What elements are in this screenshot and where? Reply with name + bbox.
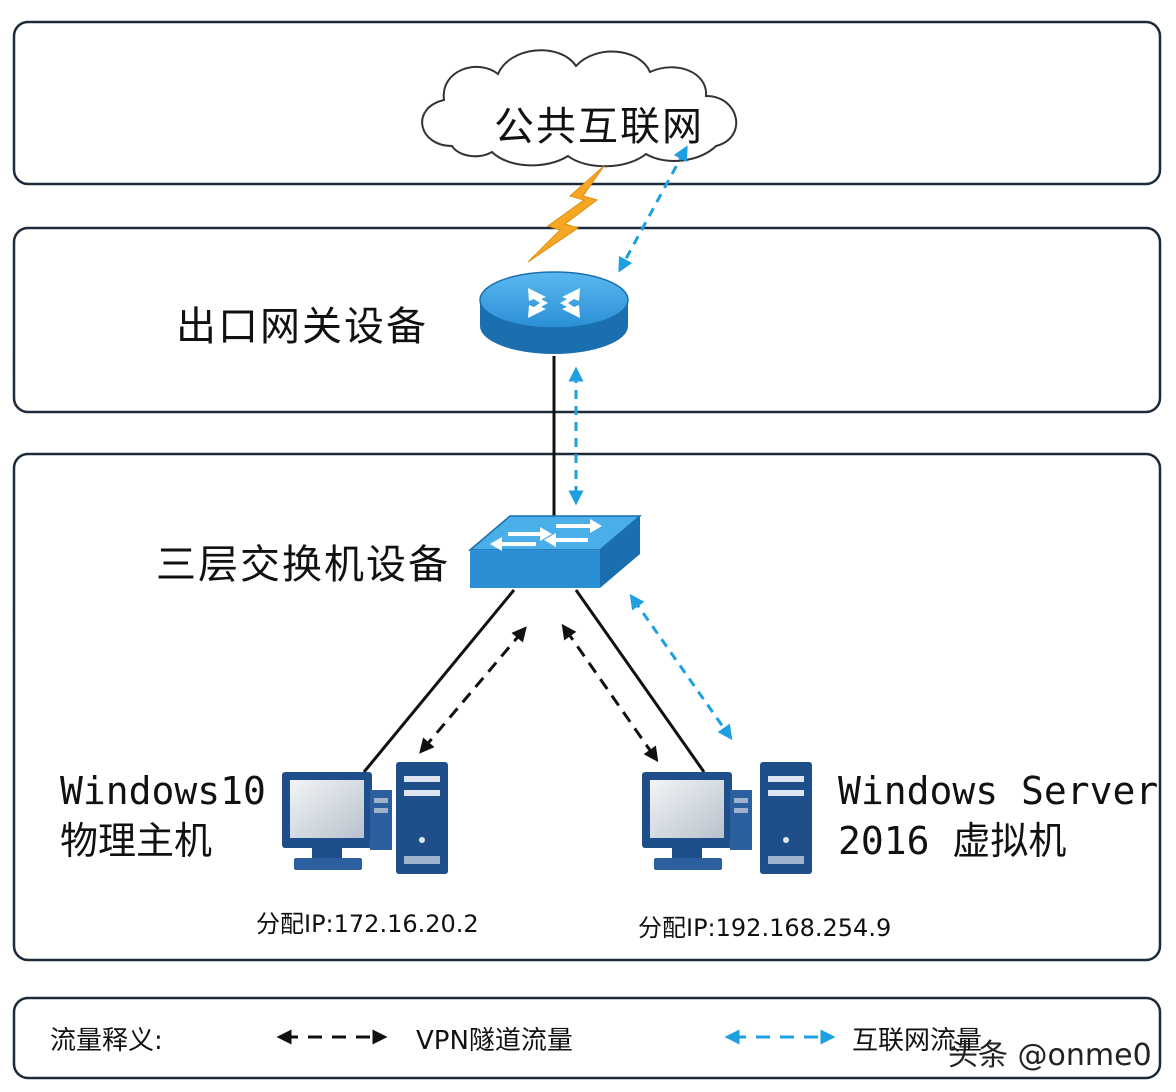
virtual-host-ip-label: 分配IP:192.168.254.9 (638, 914, 892, 942)
cloud-icon (421, 49, 738, 168)
physical-host-computer-icon (282, 762, 448, 874)
physical-host-type-label: 物理主机 (60, 819, 213, 863)
switch-physical-link (362, 589, 516, 773)
switch-zone-label: 三层交换机设备 (156, 542, 450, 588)
virtual-host-type-label: 2016 虚拟机 (838, 819, 1067, 863)
watermark-text: 头条 @onme0 (948, 1038, 1152, 1073)
internet-traffic-arrow-bottom (629, 593, 733, 741)
vpn-traffic-arrow-left (419, 626, 527, 754)
internet-traffic-arrow-top (618, 145, 688, 273)
lightning-icon (527, 165, 605, 263)
legend-title: 流量释义: (50, 1026, 163, 1056)
legend-vpn-label: VPN隧道流量 (416, 1026, 573, 1056)
physical-host-ip-label: 分配IP:172.16.20.2 (256, 910, 479, 938)
internet-zone-label: 公共互联网 (494, 104, 704, 150)
virtual-host-computer-icon (642, 762, 812, 874)
zone-switch-box (12, 452, 1162, 962)
switch-icon (467, 515, 643, 588)
vpn-traffic-arrow-right (561, 623, 659, 763)
zone-gateway-box (12, 226, 1162, 414)
gateway-zone-label: 出口网关设备 (176, 304, 428, 350)
switch-virtual-link (574, 589, 706, 773)
router-icon (479, 271, 629, 354)
physical-host-os-label: Windows10 (60, 769, 266, 813)
legend-box (12, 996, 1162, 1080)
legend-internet-label: 互联网流量 (852, 1026, 983, 1056)
virtual-host-os-label: Windows Server (838, 769, 1159, 813)
